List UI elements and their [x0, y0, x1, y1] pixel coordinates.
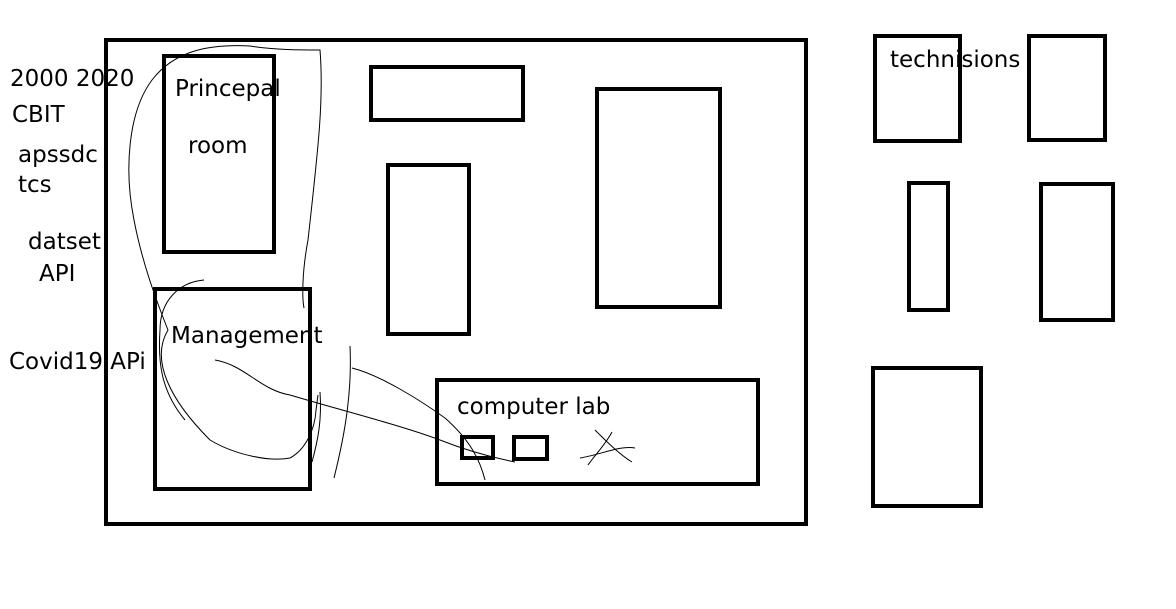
cable-to-lab-2: [351, 367, 486, 481]
narrow-box: [907, 181, 950, 312]
management-label: Management: [171, 323, 323, 349]
management-room-box: [153, 287, 312, 491]
computer-lab-box: [435, 378, 760, 486]
cable-vertical-1: [333, 345, 351, 479]
computer-lab-label: computer lab: [457, 394, 611, 420]
note-org-apssdc: apssdc: [18, 142, 98, 168]
lab-computer-2: [512, 435, 549, 461]
note-api: API: [39, 261, 76, 287]
cable-to-lab-1: [214, 359, 516, 463]
bottom-right-box: [871, 366, 983, 508]
right-top-box: [1027, 34, 1107, 142]
note-years: 2000 2020: [10, 66, 135, 92]
principal-loop-scribble: [128, 45, 322, 460]
note-college: CBIT: [12, 102, 65, 128]
right-middle-box: [1039, 182, 1115, 322]
lab-cross-scribble: [579, 429, 636, 466]
management-loop-scribble: [158, 279, 205, 421]
note-covid-api: Covid19 APi: [9, 349, 146, 375]
technicians-label: technisions: [890, 47, 1021, 73]
principal-room-label-line1: Princepal: [175, 76, 281, 102]
note-dataset: datset: [28, 229, 101, 255]
principal-room-label-line2: room: [188, 133, 248, 159]
principal-room-box: [162, 54, 276, 254]
lab-computer-1: [460, 435, 495, 460]
cable-vertical-2: [311, 391, 321, 463]
top-room-box: [369, 65, 525, 122]
large-room-box: [595, 87, 722, 309]
main-building-outline: [104, 38, 808, 526]
note-org-tcs: tcs: [18, 172, 52, 198]
middle-room-box: [386, 163, 471, 336]
technicians-box: [873, 34, 962, 143]
